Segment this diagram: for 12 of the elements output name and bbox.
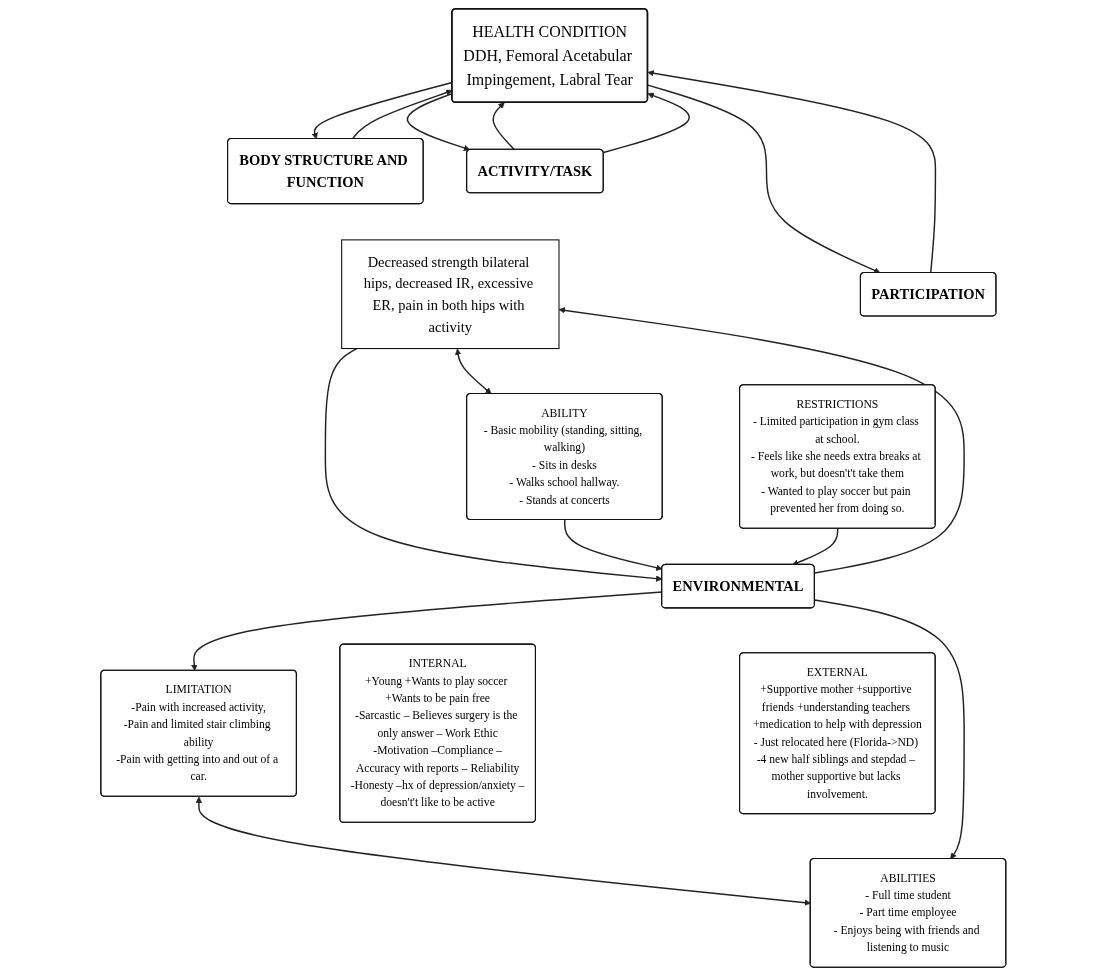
arrow [647,84,881,274]
arrow [324,347,663,582]
arrow [352,89,453,140]
arrow [564,519,663,571]
arrow [792,527,839,566]
arrow [814,599,966,860]
arrow [406,92,471,151]
arrow [602,92,691,154]
arrow [492,102,516,151]
arrow [647,70,937,274]
node-box: Decreased strength bilateral hips, decreased IR, excessive ER, pain in both hips with activity [341,239,560,350]
arrow [455,348,492,395]
